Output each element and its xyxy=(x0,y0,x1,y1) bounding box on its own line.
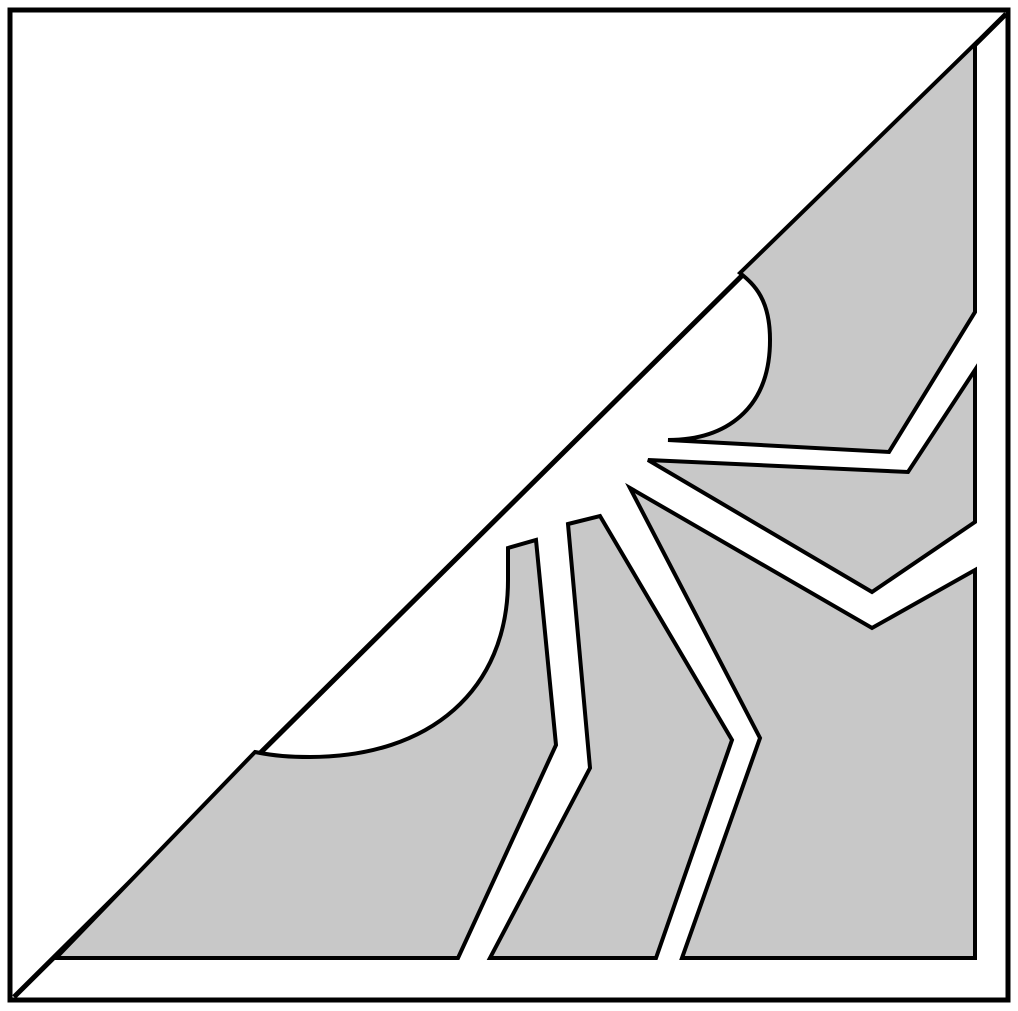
region-top-right xyxy=(668,44,975,452)
region-bottom-left xyxy=(56,540,556,958)
